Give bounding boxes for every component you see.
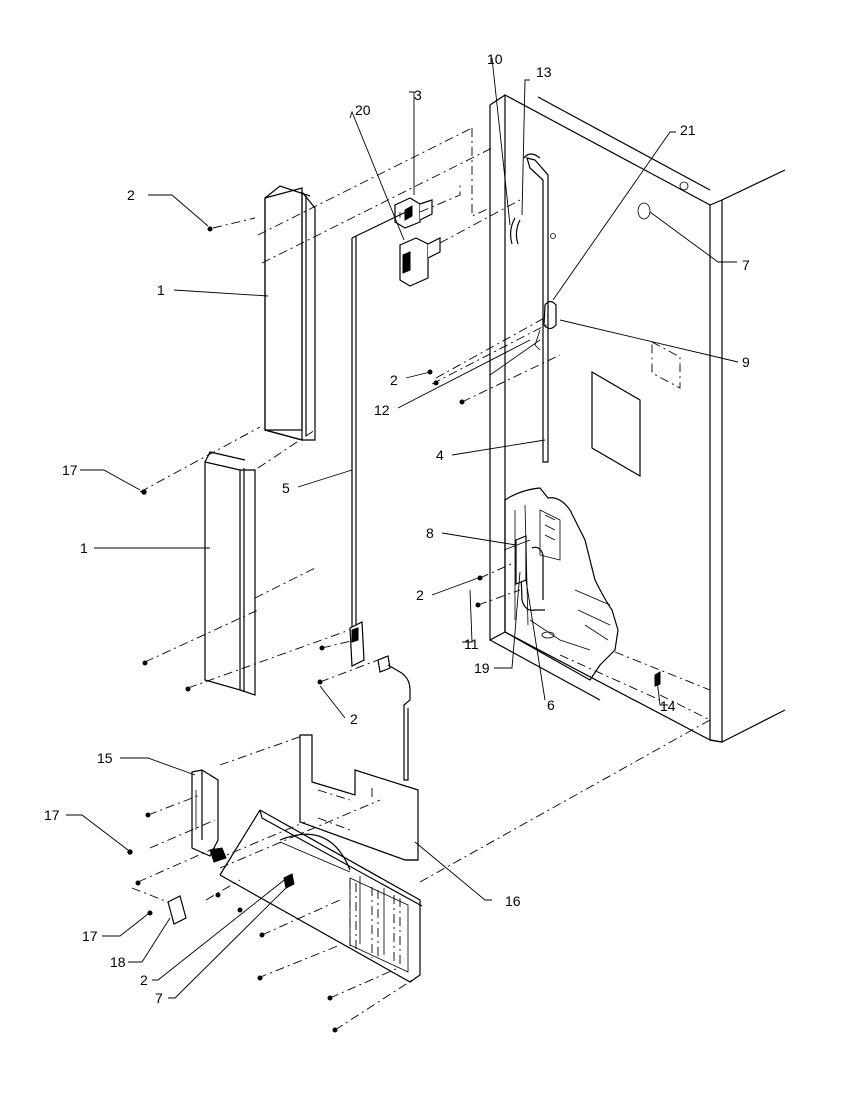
callout-19: 19 <box>474 660 490 676</box>
callout-1: 1 <box>80 540 88 556</box>
front-grille-panel <box>219 809 423 983</box>
callout-16: 16 <box>505 893 521 909</box>
callout-18: 18 <box>110 954 126 970</box>
callout-5: 5 <box>282 480 290 496</box>
lower-brackets <box>349 535 531 781</box>
cover-18 <box>167 895 187 925</box>
callout-6: 6 <box>547 697 555 713</box>
callout-17: 17 <box>82 928 98 944</box>
callout-8: 8 <box>426 525 434 541</box>
callout-17: 17 <box>62 462 78 478</box>
callout-15: 15 <box>97 750 113 766</box>
callout-4: 4 <box>436 447 444 463</box>
screws <box>127 226 661 1033</box>
hinge-bracket-3 <box>394 197 433 229</box>
cabinet <box>489 93 786 743</box>
callout-11: 11 <box>464 636 479 652</box>
callout-13: 13 <box>536 64 552 80</box>
callout-7: 7 <box>742 257 750 273</box>
callout-labels: 10 13 3 20 21 2 1 7 9 2 12 4 17 5 1 8 2 … <box>44 51 750 1006</box>
callout-3: 3 <box>414 87 422 103</box>
callout-14: 14 <box>660 698 676 714</box>
callout-2: 2 <box>140 972 148 988</box>
duct-1-lower <box>204 451 256 696</box>
alignment-lines-upper <box>139 127 711 721</box>
callout-20: 20 <box>355 102 371 118</box>
duct-1-upper <box>264 185 316 441</box>
bracket-15 <box>191 769 227 863</box>
hinge-bracket-20 <box>399 237 441 287</box>
callout-2: 2 <box>416 587 424 603</box>
callout-2: 2 <box>390 372 398 388</box>
callout-9: 9 <box>742 354 750 370</box>
drain-tube-assembly <box>489 153 557 463</box>
insulation-16 <box>299 734 419 861</box>
leader-lines <box>66 57 739 999</box>
callout-1: 1 <box>157 282 165 298</box>
callout-21: 21 <box>680 122 696 138</box>
callout-7: 7 <box>155 990 163 1006</box>
callout-2: 2 <box>127 187 135 203</box>
callout-17: 17 <box>44 807 60 823</box>
callout-10: 10 <box>487 51 503 67</box>
callout-2: 2 <box>350 711 358 727</box>
alignment-lines-lower <box>131 719 711 1031</box>
callout-12: 12 <box>374 402 390 418</box>
